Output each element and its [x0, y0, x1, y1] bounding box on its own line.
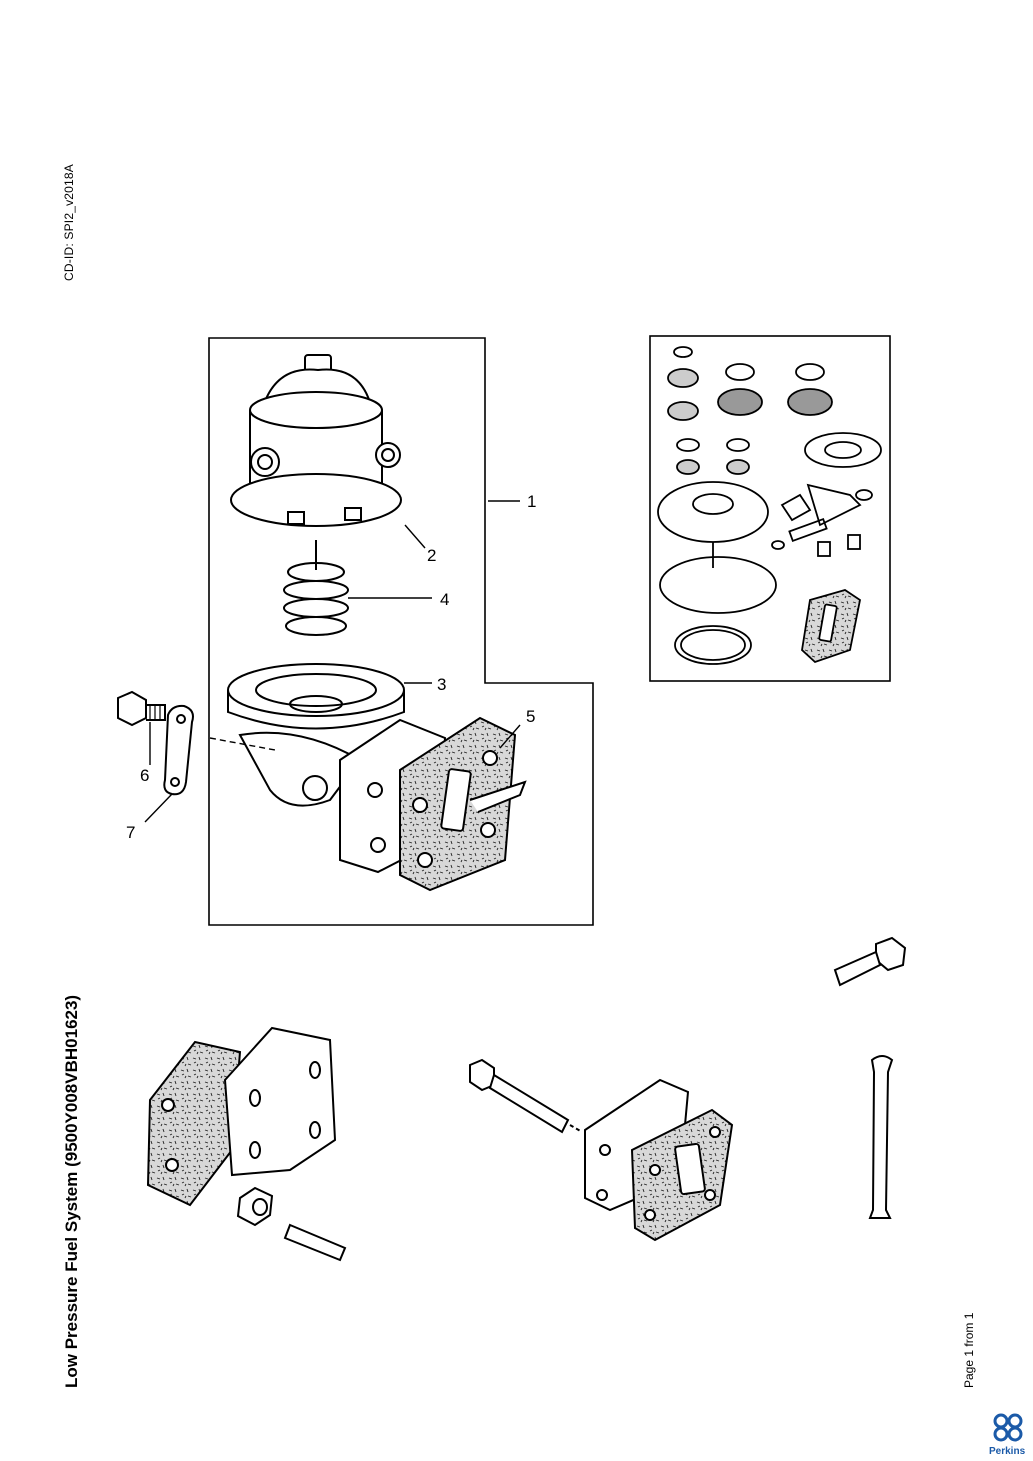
callout-2: 2 [427, 546, 436, 565]
blanking-plate-kit [146, 1026, 347, 1262]
kit-diaphragm [657, 481, 777, 665]
diaphragm-cup [227, 663, 405, 730]
flange-gasket [399, 716, 527, 892]
gasket-left [146, 1040, 242, 1207]
right-fasteners [833, 936, 907, 1219]
diaphragm-spring [283, 540, 349, 636]
repair-kit-group [649, 335, 891, 682]
leader-lines [144, 500, 521, 823]
perkins-logo [993, 1413, 1023, 1442]
pump-top-cover [230, 354, 402, 527]
callout-7: 7 [126, 823, 135, 842]
kit-lever-parts [771, 432, 882, 664]
callout-6: 6 [140, 766, 149, 785]
spacer-kit [469, 1058, 734, 1242]
stud [283, 1223, 347, 1262]
main-assembly-group [117, 337, 594, 926]
repair-kit-frame [649, 335, 891, 682]
callout-3: 3 [437, 675, 446, 694]
kit-valves [667, 346, 833, 475]
push-rod [868, 1055, 894, 1219]
callout-numbers: 1 2 4 3 5 6 7 [126, 492, 536, 842]
lock-plate-7 [163, 704, 194, 796]
flange-nut [236, 1186, 274, 1227]
callout-4: 4 [440, 590, 449, 609]
hex-bolt-6 [117, 690, 166, 727]
blanking-plate [223, 1026, 337, 1177]
callout-5: 5 [526, 707, 535, 726]
brand-name: Perkins [989, 1446, 1026, 1457]
callout-1: 1 [527, 492, 536, 511]
assembly-frame [208, 337, 594, 926]
